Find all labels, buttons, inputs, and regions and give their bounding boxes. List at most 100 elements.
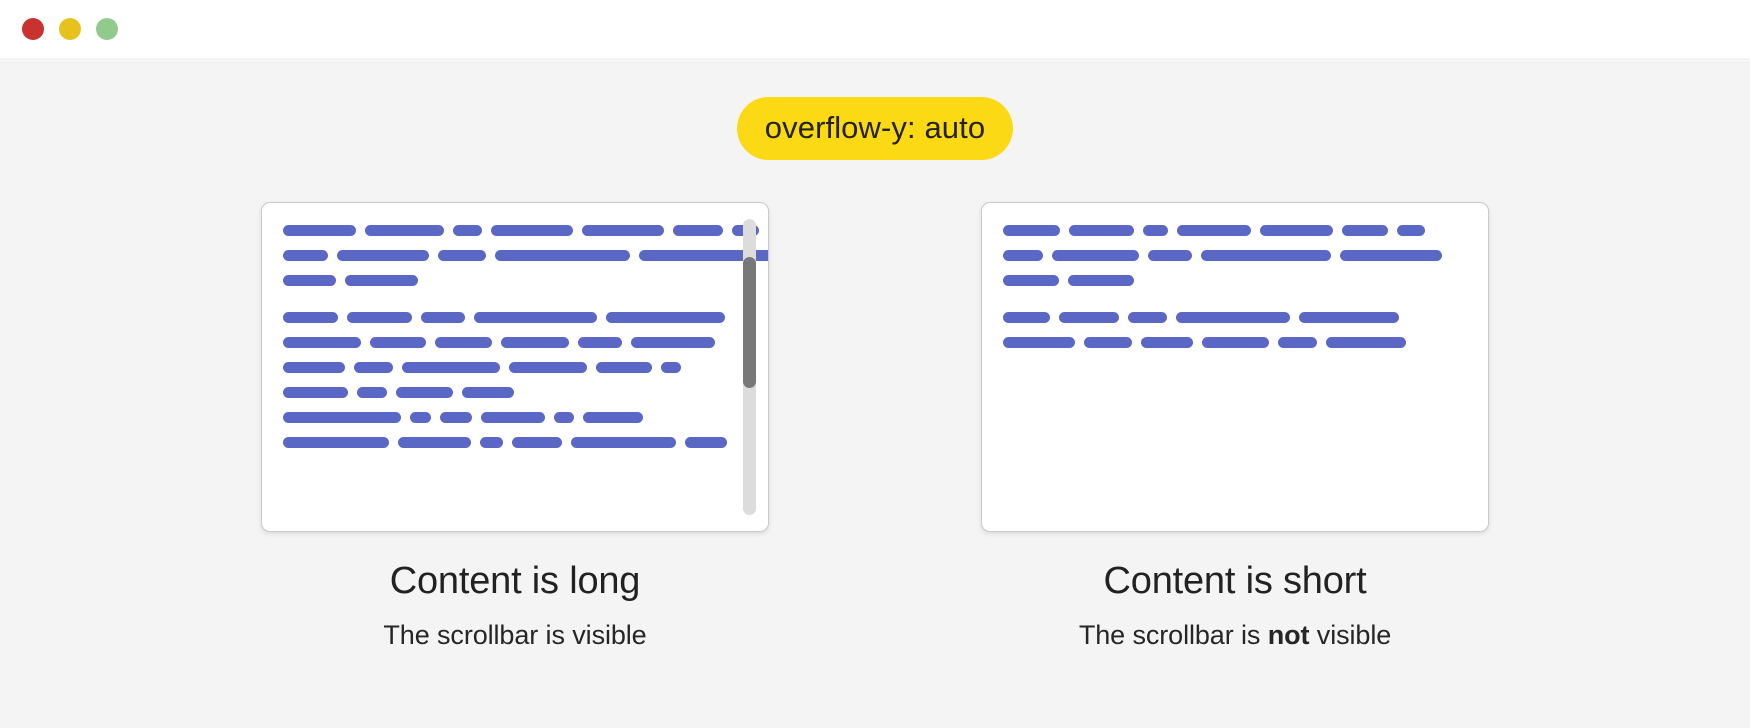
skeleton-word [495,250,630,261]
skeleton-paragraph [1003,312,1468,348]
skeleton-word [283,412,401,423]
skeleton-word [631,337,715,348]
badge-row: overflow-y: auto [0,58,1750,160]
skeleton-word [283,387,348,398]
skeleton-word [491,225,573,236]
skeleton-paragraph [1003,225,1468,286]
skeleton-word [571,437,676,448]
skeleton-word [1141,337,1193,348]
close-button[interactable] [22,18,44,40]
skeleton-word [347,312,412,323]
skeleton-word [283,275,336,286]
skeleton-word [1202,337,1269,348]
skeleton-word [1201,250,1331,261]
skeleton-word [438,250,486,261]
caption-suffix: visible [572,619,647,650]
skeleton-word [1326,337,1406,348]
skeleton-word [354,362,393,373]
skeleton-word [421,312,465,323]
skeleton-line [283,225,759,236]
skeleton-line [283,337,748,348]
skeleton-line [283,412,748,423]
window-controls [22,18,118,40]
skeleton-word [1069,225,1134,236]
skeleton-word [365,225,444,236]
skeleton-word [1397,225,1425,236]
skeleton-word [1340,250,1442,261]
skeleton-word [481,412,545,423]
caption-suffix: visible [1309,619,1392,650]
skeleton-word [345,275,418,286]
vertical-scrollbar-track[interactable] [743,219,756,515]
skeleton-word [661,362,681,373]
skeleton-line [283,387,748,398]
skeleton-paragraph [283,225,768,286]
skeleton-word [283,312,338,323]
card-content-long-content [262,203,768,531]
skeleton-word [398,437,471,448]
skeleton-line [1003,250,1468,261]
skeleton-word [1059,312,1119,323]
skeleton-word [1342,225,1388,236]
skeleton-word [435,337,492,348]
skeleton-word [583,412,643,423]
skeleton-word [410,412,431,423]
skeleton-word [1003,312,1050,323]
skeleton-word [1278,337,1317,348]
skeleton-word [554,412,574,423]
skeleton-line [1003,275,1468,286]
skeleton-word [1176,312,1290,323]
skeleton-word [685,437,727,448]
card-caption-subtitle: The scrollbar is visible [383,620,646,651]
scroll-card-long-content[interactable] [261,202,769,532]
skeleton-word [1003,225,1060,236]
caption-prefix: The scrollbar is [383,619,573,650]
skeleton-word [673,225,723,236]
skeleton-word [1003,250,1043,261]
skeleton-word [512,437,562,448]
skeleton-word [462,387,514,398]
skeleton-word [606,312,725,323]
skeleton-word [1068,275,1134,286]
caption-emphasis: not [1267,619,1310,650]
skeleton-word [283,250,328,261]
skeleton-line [283,312,748,323]
skeleton-line [283,437,748,448]
skeleton-word [1143,225,1168,236]
skeleton-word [1052,250,1139,261]
skeleton-word [501,337,569,348]
caption-prefix: The scrollbar is [1078,619,1268,650]
skeleton-line [283,250,768,261]
overflow-property-badge: overflow-y: auto [736,97,1014,160]
scroll-card-short-content[interactable] [981,202,1489,532]
skeleton-word [1003,275,1059,286]
skeleton-word [1084,337,1132,348]
skeleton-word [480,437,503,448]
card-caption-title: Content is long [389,560,641,602]
skeleton-line [1003,312,1468,323]
skeleton-word [474,312,597,323]
maximize-button[interactable] [96,18,118,40]
card-caption-subtitle: The scrollbar is not visible [1079,620,1391,651]
skeleton-word [578,337,622,348]
skeleton-word [396,387,453,398]
skeleton-word [1260,225,1333,236]
skeleton-word [1003,337,1075,348]
minimize-button[interactable] [59,18,81,40]
skeleton-word [1177,225,1251,236]
skeleton-word [639,250,768,261]
skeleton-word [402,362,500,373]
vertical-scrollbar-thumb[interactable] [743,257,756,388]
skeleton-word [337,250,429,261]
skeleton-word [440,412,472,423]
skeleton-paragraph [283,312,748,448]
skeleton-word [596,362,652,373]
card-content-short-content [982,203,1488,531]
skeleton-word [357,387,387,398]
skeleton-word [283,362,345,373]
